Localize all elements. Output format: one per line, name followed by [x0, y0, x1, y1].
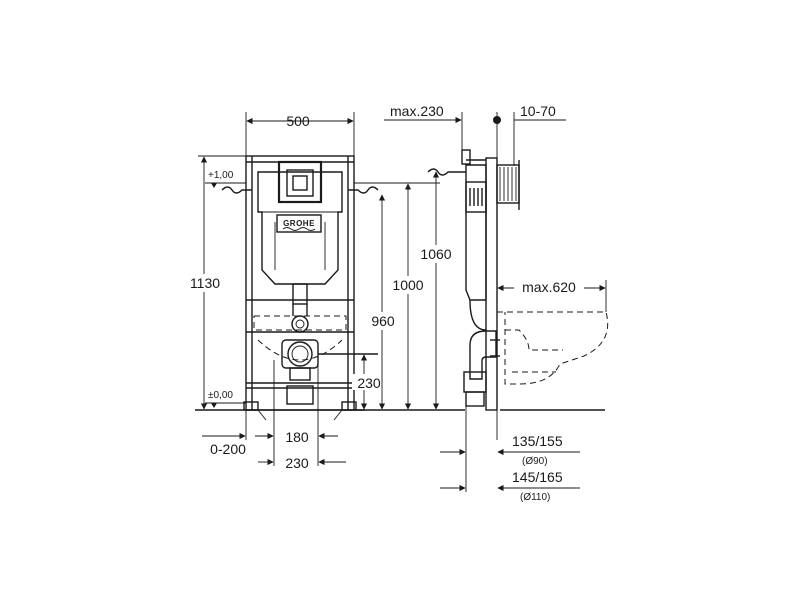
offset-label: 0-200 — [210, 441, 246, 457]
height-label: 1130 — [190, 275, 220, 291]
dim-height: 1130 — [188, 155, 246, 411]
level-top-label: +1,00 — [208, 170, 234, 181]
height-960-label: 960 — [371, 313, 395, 329]
pipe-spacing-label: 180 — [285, 429, 309, 445]
dim-width: 500 — [245, 112, 355, 156]
dim-pipe-a: 135/155 (Ø90) — [440, 406, 580, 492]
dim-depth: max.230 — [384, 103, 463, 150]
frame — [243, 155, 357, 421]
wall-label: 10-70 — [520, 103, 556, 119]
dim-pipe-b: 145/165 (Ø110) — [440, 469, 580, 503]
pipe-outer-label: 230 — [285, 455, 309, 471]
water-inlets — [221, 186, 379, 194]
pipe-b-sub: (Ø110) — [520, 492, 550, 503]
dim-drain-height: 230 — [352, 354, 381, 410]
dim-wall: 10-70 — [513, 103, 566, 166]
dim-inlet-heights: 960 1000 1060 — [354, 171, 454, 411]
height-1000-label: 1000 — [392, 277, 423, 293]
pipe-a-sub: (Ø90) — [522, 456, 548, 467]
side-frame — [427, 149, 520, 411]
projection-label: max.620 — [522, 279, 576, 295]
toilet-bowl-outline — [497, 311, 609, 385]
dim-projection: max.620 — [497, 278, 607, 312]
drain-height-label: 230 — [357, 375, 381, 391]
pipe-a-label: 135/155 — [512, 433, 563, 449]
pipe-b-label: 145/165 — [512, 469, 563, 485]
side-view: max.230 10-70 max.620 135/155 (Ø90) — [355, 103, 609, 503]
front-view: GROHE +1,00 — [188, 112, 454, 471]
cistern: GROHE — [257, 160, 343, 333]
depth-label: max.230 — [390, 103, 444, 119]
level-bottom-label: ±0,00 — [208, 390, 233, 401]
dim-bottom: 0-200 180 230 — [202, 360, 346, 471]
brand-logo-text: GROHE — [283, 219, 315, 228]
height-1060-label: 1060 — [420, 246, 451, 262]
drain-connection — [281, 339, 378, 405]
width-label: 500 — [286, 113, 310, 129]
level-marks: +1,00 ±0,00 — [205, 170, 246, 408]
flush-plate-opening — [277, 160, 323, 204]
